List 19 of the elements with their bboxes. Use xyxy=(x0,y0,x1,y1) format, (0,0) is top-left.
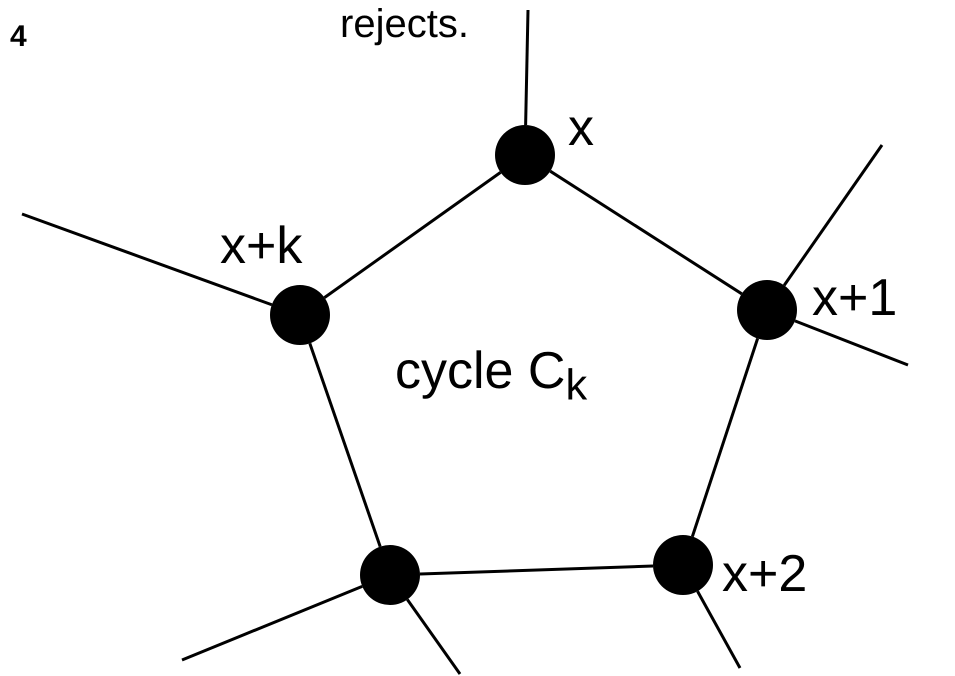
edge-line xyxy=(782,144,884,286)
vertex-label: x+k xyxy=(220,220,302,272)
edge-line xyxy=(420,564,654,576)
edge-line xyxy=(794,320,909,366)
caption-text: rejects. xyxy=(340,4,469,44)
edge-line xyxy=(21,212,272,306)
edge-line xyxy=(406,598,462,675)
edge-line xyxy=(324,171,502,299)
edge-line xyxy=(308,342,382,548)
vertex-label: x+2 xyxy=(722,548,808,600)
edge-line xyxy=(181,584,363,662)
edge-line xyxy=(690,338,760,537)
edge-line xyxy=(549,170,743,296)
vertex-label: x xyxy=(568,102,594,154)
edge-line xyxy=(524,10,530,126)
edge-line xyxy=(696,590,742,669)
figure-number: 4 xyxy=(10,22,27,52)
vertex-label: x+1 xyxy=(812,272,898,324)
cycle-label: cycle C$_{k}$ xyxy=(395,345,588,408)
